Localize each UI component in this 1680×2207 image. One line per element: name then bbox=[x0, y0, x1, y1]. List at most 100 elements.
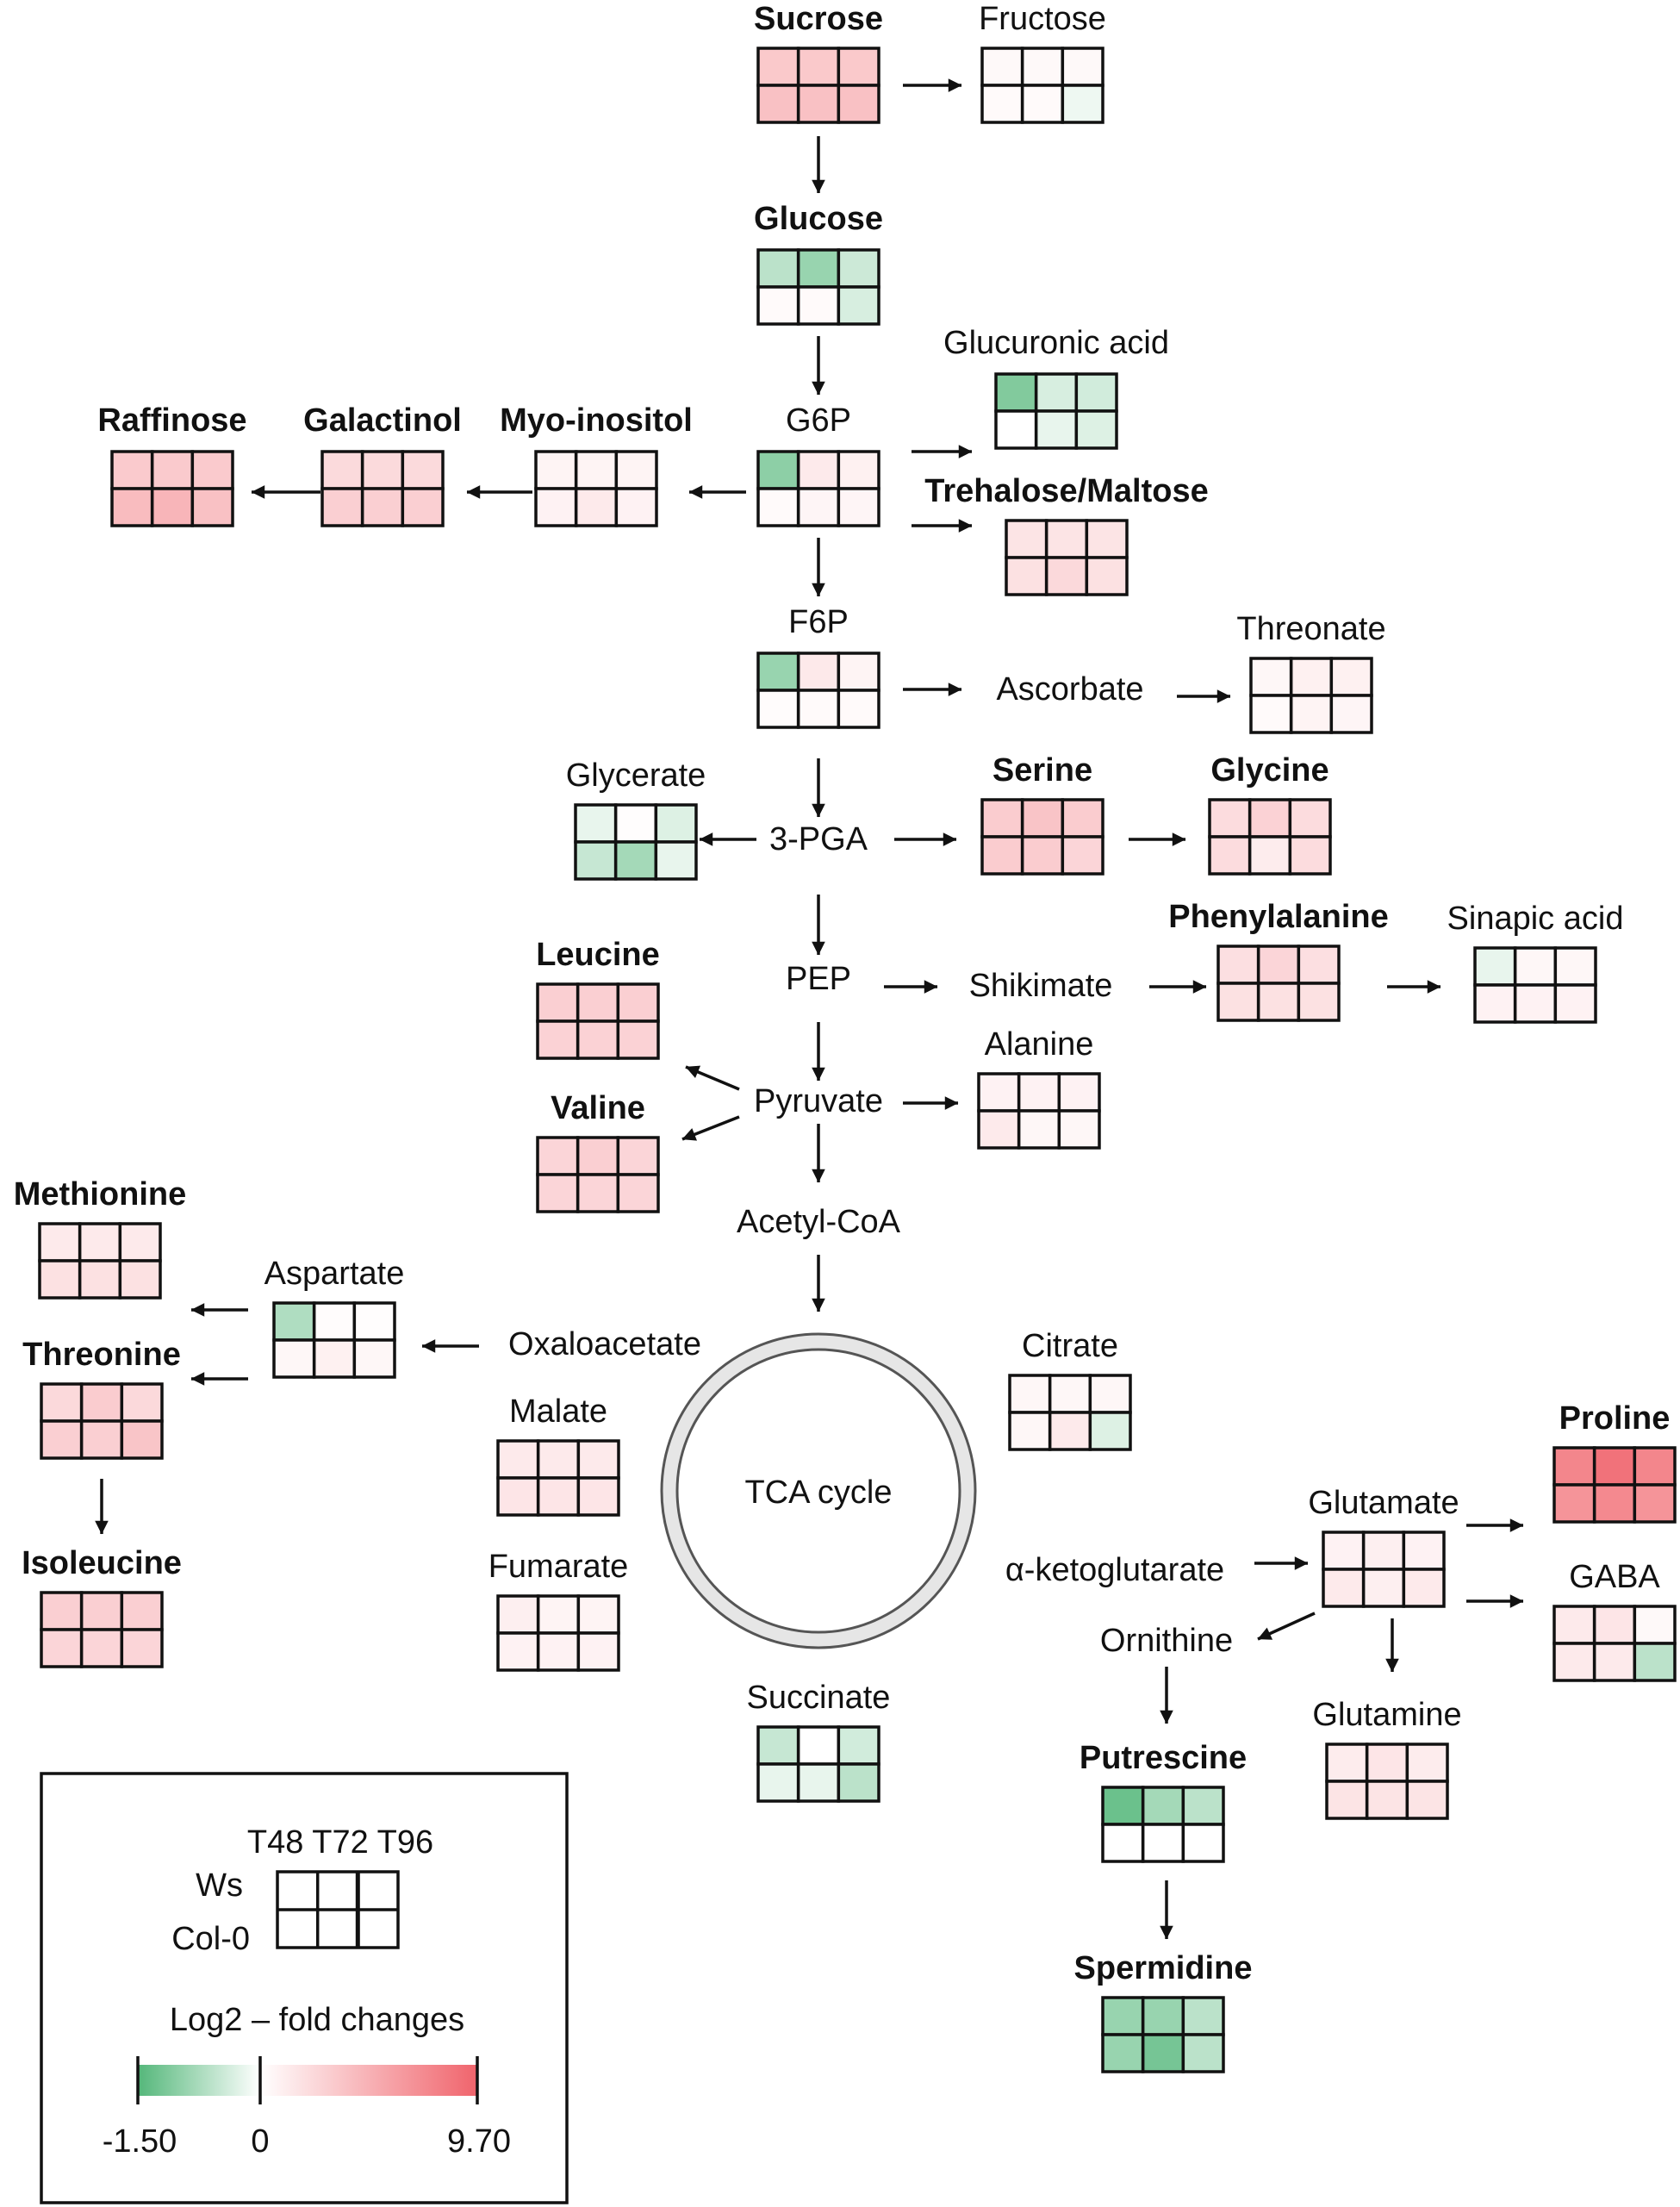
heatmap-cell bbox=[1473, 983, 1517, 1024]
heatmap-fumarate bbox=[496, 1594, 620, 1672]
heatmap-putrescine bbox=[1101, 1786, 1225, 1863]
heatmap-cell bbox=[401, 487, 445, 527]
heatmap-cell bbox=[40, 1419, 84, 1460]
heatmap-cell bbox=[980, 835, 1024, 876]
heatmap-cell bbox=[977, 1072, 1021, 1113]
heatmap-cell bbox=[756, 285, 800, 326]
heatmap-cell bbox=[496, 1439, 540, 1480]
heatmap-cell bbox=[352, 1338, 396, 1379]
heatmap-cell bbox=[756, 84, 800, 124]
label-malate: Malate bbox=[509, 1393, 607, 1430]
legend-row-col0: Col-0 bbox=[171, 1921, 250, 1957]
heatmap-valine bbox=[536, 1136, 660, 1213]
heatmap-cell bbox=[1322, 1531, 1366, 1571]
heatmap-cell bbox=[756, 1725, 800, 1766]
heatmap-serine bbox=[980, 798, 1104, 876]
heatmap-cell bbox=[837, 285, 880, 326]
heatmap-cell bbox=[79, 1382, 124, 1423]
label-citrate: Citrate bbox=[1022, 1328, 1118, 1364]
heatmap-cell bbox=[401, 450, 445, 490]
heatmap-cell bbox=[118, 1259, 162, 1300]
heatmap-cell bbox=[1289, 694, 1334, 734]
label-g6p: G6P bbox=[786, 402, 851, 439]
heatmap-cell bbox=[796, 1762, 841, 1803]
legend: T48 T72 T96 Ws Col-0 Log2 – fold changes… bbox=[40, 1772, 569, 2204]
heatmap-cell bbox=[994, 372, 1038, 413]
label-valine: Valine bbox=[551, 1090, 645, 1126]
heatmap-myo-inositol bbox=[534, 450, 658, 527]
heatmap-cell bbox=[1216, 982, 1260, 1022]
heatmap-cell bbox=[796, 487, 841, 527]
heatmap-cell bbox=[1325, 1780, 1369, 1820]
legend-time-points: T48 T72 T96 bbox=[247, 1824, 433, 1861]
heatmap-cell bbox=[352, 1301, 396, 1342]
heatmap-cell bbox=[1020, 47, 1065, 87]
heatmap-cell bbox=[796, 450, 841, 490]
label-serine: Serine bbox=[992, 752, 1092, 789]
heatmap-cell bbox=[1329, 694, 1373, 734]
heatmap-cell bbox=[1288, 835, 1332, 876]
heatmap-cell bbox=[1061, 84, 1104, 124]
heatmap-cell bbox=[1101, 2033, 1145, 2073]
heatmap-cell bbox=[1141, 1996, 1185, 2036]
heatmap-cell bbox=[837, 689, 880, 729]
heatmap-cell bbox=[1074, 372, 1118, 413]
label-glutamate: Glutamate bbox=[1308, 1485, 1459, 1521]
label-spermidine: Spermidine bbox=[1074, 1950, 1253, 1986]
heatmap-cell bbox=[1633, 1605, 1677, 1645]
heatmap-glycerate bbox=[574, 803, 698, 881]
heatmap-cell bbox=[1141, 1823, 1185, 1863]
label-gaba: GABA bbox=[1569, 1559, 1660, 1595]
label-leucine: Leucine bbox=[536, 937, 660, 973]
heatmap-cell bbox=[837, 47, 880, 87]
heatmap-cell bbox=[1473, 946, 1517, 987]
heatmap-cell bbox=[496, 1594, 540, 1635]
legend-scale-title: Log2 – fold changes bbox=[170, 2002, 464, 2038]
heatmap-cell bbox=[1088, 1411, 1132, 1451]
heatmap-cell bbox=[616, 1173, 660, 1213]
heatmap-cell bbox=[536, 1594, 581, 1635]
heatmap-cell bbox=[796, 689, 841, 729]
label-pep: PEP bbox=[786, 961, 851, 997]
heatmap-cell bbox=[1181, 1786, 1225, 1826]
heatmap-cell bbox=[576, 1594, 620, 1635]
heatmap-cell bbox=[38, 1259, 82, 1300]
heatmap-cell bbox=[1061, 47, 1104, 87]
heatmap-cell bbox=[1181, 2033, 1225, 2073]
label-sinapic-acid: Sinapic acid bbox=[1447, 901, 1624, 937]
heatmap-cell bbox=[756, 689, 800, 729]
heatmap-methionine bbox=[38, 1222, 162, 1300]
heatmap-cell bbox=[150, 450, 195, 490]
heatmap-cell bbox=[977, 1109, 1021, 1150]
label-raffinose: Raffinose bbox=[97, 402, 246, 439]
heatmap-cell bbox=[536, 1476, 581, 1517]
heatmap-alanine bbox=[977, 1072, 1101, 1150]
heatmap-cell bbox=[796, 285, 841, 326]
heatmap-sinapic-acid bbox=[1473, 946, 1597, 1024]
heatmap-cell bbox=[616, 982, 660, 1023]
heatmap-spermidine bbox=[1101, 1996, 1225, 2073]
pathway-arrow bbox=[681, 1115, 740, 1141]
legend-frame bbox=[40, 1772, 569, 2204]
heatmap-cell bbox=[1365, 1780, 1409, 1820]
pathway-arrow bbox=[1257, 1612, 1316, 1641]
heatmap-cell bbox=[980, 798, 1024, 839]
heatmap-cell bbox=[1552, 1642, 1596, 1682]
label-trehalose-maltose: Trehalose/Maltose bbox=[924, 473, 1208, 509]
heatmap-cell bbox=[1633, 1642, 1677, 1682]
label-glucuronic-acid: Glucuronic acid bbox=[943, 325, 1169, 361]
heatmap-glucose bbox=[756, 248, 880, 326]
heatmap-cell bbox=[1005, 519, 1048, 559]
heatmap-cell bbox=[756, 487, 800, 527]
heatmap-cell bbox=[837, 84, 880, 124]
heatmap-cell bbox=[1256, 945, 1301, 985]
heatmap-cell bbox=[1365, 1743, 1409, 1783]
heatmap-cell bbox=[1297, 945, 1341, 985]
legend-mid-label: 0 bbox=[251, 2123, 269, 2160]
label-glutamine: Glutamine bbox=[1312, 1697, 1461, 1733]
heatmap-cell bbox=[1553, 983, 1597, 1024]
heatmap-cell bbox=[272, 1301, 316, 1342]
heatmap-cell bbox=[1048, 1411, 1092, 1451]
heatmap-cell bbox=[496, 1476, 540, 1517]
